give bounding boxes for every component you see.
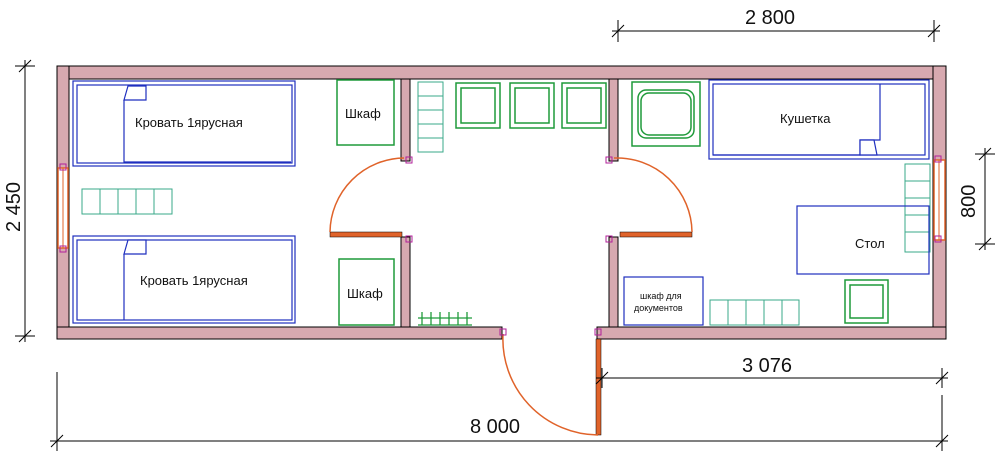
door-left-swing: [329, 157, 405, 233]
walls: [56, 65, 947, 340]
door-entrance-swing: [502, 333, 599, 436]
dim-top-width: 2 800: [745, 7, 795, 29]
corridor-rack: [417, 81, 444, 153]
dimension-lines: [15, 20, 995, 451]
corridor-lockers: [455, 82, 607, 129]
door-left-leaf: [329, 231, 403, 238]
dim-right-window: 800: [958, 185, 980, 218]
partition-left-lower: [400, 236, 411, 328]
chair: [844, 279, 889, 324]
bed-bottom: Кровать 1ярусная: [72, 235, 296, 324]
dim-bottom-right: 3 076: [742, 355, 792, 377]
bed-bottom-label: Кровать 1ярусная: [140, 273, 248, 288]
radiator-right: [904, 163, 931, 253]
partition-right-upper: [608, 78, 619, 162]
partition-left-upper: [400, 78, 411, 162]
doc-cabinet-line1: шкаф для: [640, 291, 682, 301]
dim-left-height: 2 450: [3, 182, 25, 232]
table-label: Стол: [855, 236, 885, 251]
door-right-swing: [613, 157, 693, 233]
door-markers: [405, 156, 613, 336]
shoe-rack: [418, 312, 472, 326]
door-right-leaf: [619, 231, 693, 238]
bed-top-label: Кровать 1ярусная: [135, 115, 243, 130]
document-cabinet: шкаф для документов: [623, 276, 704, 326]
bed-top: Кровать 1ярусная: [72, 80, 296, 167]
wardrobe-bottom-label: Шкаф: [347, 286, 383, 301]
dim-total-length: 8 000: [470, 416, 520, 438]
door-entrance-leaf: [595, 338, 602, 436]
wall-top: [56, 65, 947, 80]
wardrobe-top-label: Шкаф: [345, 106, 381, 121]
doors: [329, 157, 693, 436]
partition-right-lower: [608, 236, 619, 328]
radiator-bottom-right: [709, 299, 800, 326]
couch: Кушетка: [708, 79, 930, 160]
table: Стол: [796, 205, 930, 275]
wardrobe-bottom: Шкаф: [338, 258, 395, 326]
doc-cabinet-line2: документов: [634, 303, 683, 313]
wardrobe-top: Шкаф: [336, 79, 395, 146]
washbasin: [631, 81, 701, 147]
wall-bottom-right: [596, 326, 947, 340]
wall-bottom-left: [56, 326, 503, 340]
radiator-left: [81, 188, 173, 215]
couch-label: Кушетка: [780, 111, 831, 126]
windows: [57, 155, 946, 253]
